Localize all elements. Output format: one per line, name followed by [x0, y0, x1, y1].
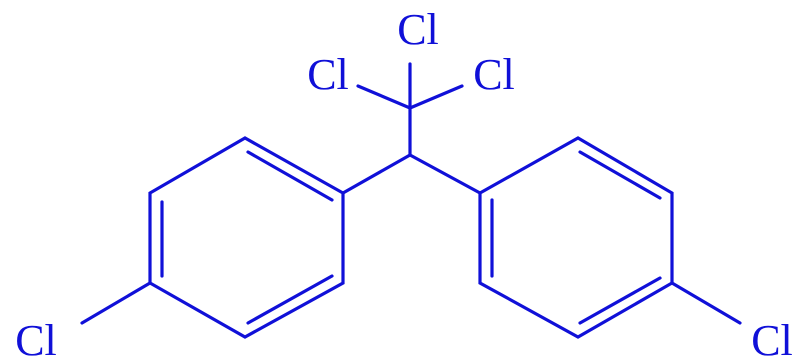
right-ring-double-bond-top	[578, 150, 662, 200]
bond-c-cl-left	[356, 84, 412, 110]
atom-labels: Cl Cl Cl Cl Cl	[15, 5, 793, 364]
bond-ch-to-right-ring	[408, 153, 482, 195]
bond-ch-to-left-ring	[341, 153, 412, 195]
atom-label-cl-ring-left: Cl	[15, 316, 57, 364]
atom-label-cl-left: Cl	[307, 50, 349, 99]
right-ring-outline	[478, 136, 674, 339]
trichloromethyl-group	[356, 62, 464, 157]
bond-right-ring-to-cl	[670, 281, 742, 325]
left-benzene-ring	[80, 136, 345, 339]
atom-label-cl-top: Cl	[397, 5, 439, 54]
right-ring-double-bond-bottom	[578, 276, 662, 325]
atom-label-cl-ring-right: Cl	[751, 316, 793, 364]
central-carbon-bonds	[341, 153, 482, 195]
bond-left-ring-to-cl	[80, 281, 152, 325]
left-ring-outline	[148, 136, 345, 339]
right-benzene-ring	[478, 136, 742, 339]
bond-c-cl-right	[408, 84, 464, 110]
atom-label-cl-right: Cl	[473, 50, 515, 99]
left-ring-double-bond-top	[246, 150, 334, 202]
left-ring-double-bond-bottom	[246, 274, 334, 325]
